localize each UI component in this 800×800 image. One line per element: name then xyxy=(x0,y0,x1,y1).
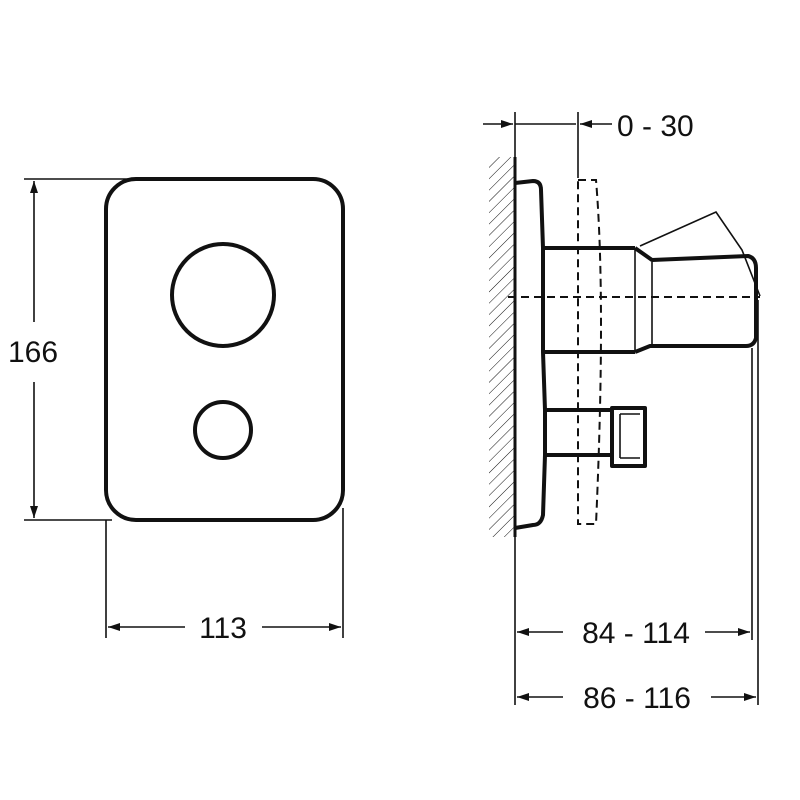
front-view xyxy=(104,177,345,522)
spout-outlet xyxy=(610,406,647,468)
adjust-dimension: 0 - 30 xyxy=(483,110,694,178)
height-label: 166 xyxy=(8,336,58,369)
side-view xyxy=(489,157,761,537)
height-dimension: 166 xyxy=(8,178,140,521)
width-label: 113 xyxy=(199,612,247,645)
handle-phantom-outline xyxy=(639,210,761,297)
flow-handle xyxy=(193,400,253,460)
adjustment-phantom xyxy=(577,179,602,525)
adjust-label: 0 - 30 xyxy=(617,110,694,143)
depth-label-2: 86 - 116 xyxy=(583,682,691,715)
wall-hatching xyxy=(489,157,515,537)
depth-dimensions: 84 - 114 86 - 116 xyxy=(514,300,759,715)
temperature-handle xyxy=(170,242,276,348)
cover-plate-profile xyxy=(514,179,547,530)
width-dimension: 113 xyxy=(105,508,344,645)
depth-label-1: 84 - 114 xyxy=(582,617,690,650)
cover-plate xyxy=(104,177,345,522)
handle-lever xyxy=(633,246,758,354)
